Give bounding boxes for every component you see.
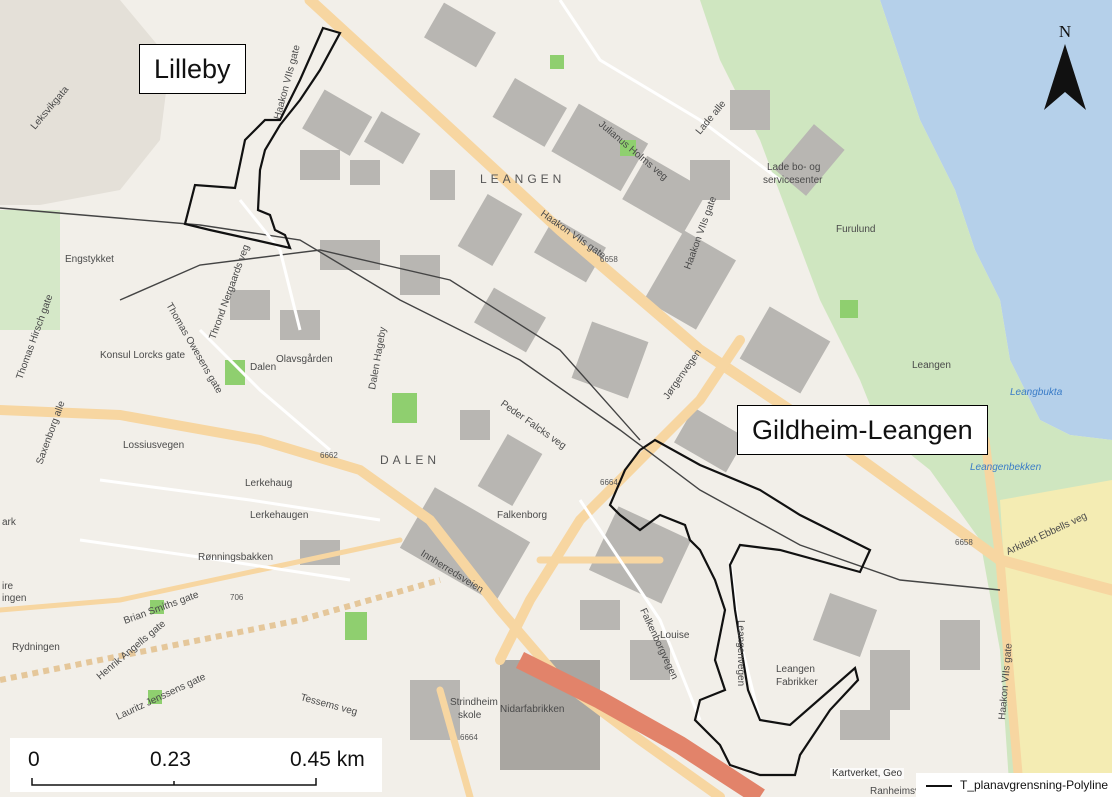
street-label: Rydningen — [12, 642, 60, 653]
street-label: Nidarfabrikken — [500, 704, 564, 715]
motorway — [515, 651, 765, 797]
place-label-lilleby: Lilleby — [139, 44, 246, 95]
street-label: Leangen — [912, 360, 951, 371]
street-label: Furulund — [836, 224, 875, 235]
park-patches — [148, 55, 858, 704]
street-label: Leangen — [776, 664, 815, 675]
tunnel-dashed — [0, 577, 441, 683]
street-label: Olavsgården — [276, 353, 333, 365]
street-label: Dalen Hageby — [367, 326, 389, 390]
road-number: 6662 — [320, 451, 338, 460]
road-number: 6664 — [460, 733, 478, 742]
north-label: N — [1058, 22, 1072, 41]
scale-tick-mid: 0.23 — [150, 748, 191, 771]
scale-tick-0: 0 — [28, 748, 40, 771]
street-label: skole — [458, 710, 482, 721]
north-arrow-icon — [1044, 44, 1086, 110]
street-label: Louise — [660, 630, 690, 641]
scale-bar-line — [31, 778, 317, 786]
street-label: ire — [2, 581, 14, 592]
building-layer — [230, 2, 980, 770]
railway-lines — [0, 207, 1001, 591]
road-number: 6658 — [955, 538, 973, 547]
street-label: Falkenborg — [497, 510, 547, 521]
street-label: Rønningsbakken — [198, 552, 273, 563]
scale-tick-end: 0.45 km — [290, 748, 365, 771]
street-label: Engstykket — [65, 254, 114, 265]
legend: T_planavgrensning-Polyline — [916, 773, 1112, 797]
street-label: Strindheim — [450, 697, 498, 708]
north-arrow: N — [1038, 22, 1092, 117]
street-label: ingen — [2, 593, 26, 604]
street-label: Tessems veg — [299, 692, 358, 718]
legend-label: T_planavgrensning-Polyline — [960, 778, 1109, 792]
open-area — [0, 0, 170, 205]
district-label-leangen: LEANGEN — [480, 172, 565, 186]
water-label: Leangenbekken — [970, 462, 1042, 473]
street-label: Lossiusvegen — [123, 440, 184, 451]
street-label: Ranheimsv — [870, 786, 920, 797]
street-label: ark — [2, 517, 17, 528]
district-label-dalen: DALEN — [380, 453, 440, 467]
park-area — [0, 210, 60, 330]
street-label: Konsul Lorcks gate — [100, 350, 185, 361]
street-label: Dalen — [250, 362, 276, 373]
street-label: Henrik Angells gate — [95, 618, 168, 682]
attribution: Kartverket, Geo — [830, 768, 905, 779]
polyline-line-icon — [926, 785, 952, 787]
water-label: Leangbukta — [1010, 387, 1063, 398]
fjord-water — [880, 0, 1112, 440]
plan-boundary — [183, 26, 872, 777]
street-label: Lade alle — [694, 98, 729, 137]
scale-bar: 0 0.23 0.45 km — [10, 738, 382, 792]
road-number: 6658 — [600, 255, 618, 264]
street-label: Lauritz Jenssens gate — [115, 671, 208, 722]
street-label: Leangenvegen — [735, 620, 746, 686]
street-label: Lade bo- og — [767, 162, 820, 173]
place-label-gildheim-leangen: Gildheim-Leangen — [737, 405, 988, 456]
field-area — [1000, 480, 1112, 797]
lilleby-boundary — [183, 26, 342, 250]
street-label: Lerkehaug — [245, 478, 292, 489]
gildheim-boundary — [608, 438, 872, 777]
street-label: Lerkehaugen — [250, 510, 308, 521]
street-label: Jørgenvegen — [661, 348, 703, 402]
street-label: Fabrikker — [776, 677, 818, 688]
street-label: servicesenter — [763, 175, 823, 186]
road-number: 706 — [230, 593, 244, 602]
road-number: 6664 — [600, 478, 618, 487]
